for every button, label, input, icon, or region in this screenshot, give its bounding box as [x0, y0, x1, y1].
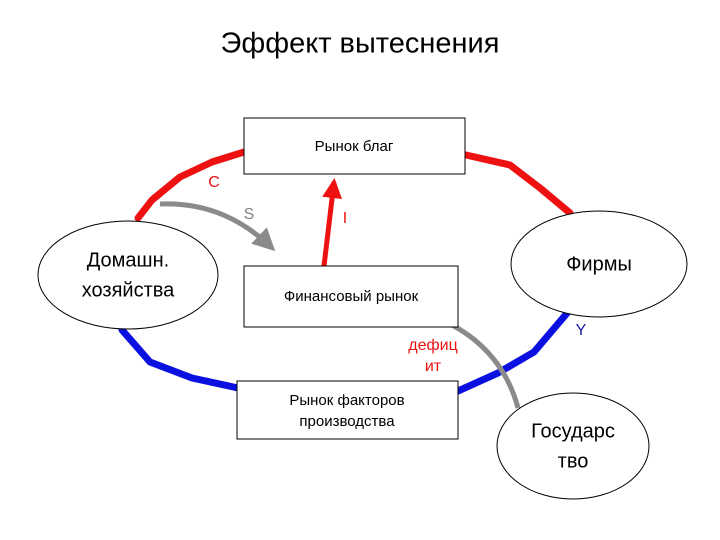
government-label-line2: тво — [558, 450, 589, 472]
saving-label: S — [244, 206, 255, 223]
income-label: Y — [576, 322, 587, 339]
households-label-line1: Домашн. — [87, 249, 169, 271]
government-node: Государс тво — [496, 392, 650, 500]
deficit-label-line2: ит — [425, 358, 442, 375]
households-node: Домашн. хозяйства — [37, 220, 219, 330]
consumption-flow-right — [462, 151, 574, 217]
goods-market-label: Рынок благ — [315, 138, 394, 155]
government-label-line1: Государс — [531, 420, 615, 442]
investment-arrow — [321, 178, 343, 267]
income-flow-left — [118, 326, 242, 392]
goods-market-node: Рынок благ — [243, 117, 466, 175]
factor-market-label-line1: Рынок факторов — [289, 392, 404, 409]
firms-label: Фирмы — [566, 253, 632, 275]
firms-node: Фирмы — [510, 210, 688, 318]
investment-label: I — [343, 210, 347, 227]
income-flow-right — [454, 308, 572, 395]
factor-market-node: Рынок факторов производства — [236, 380, 459, 440]
page-title: Эффект вытеснения — [221, 28, 500, 60]
households-label-line2: хозяйства — [82, 279, 175, 301]
consumption-label: C — [208, 174, 220, 191]
deficit-label-line1: дефиц — [408, 337, 458, 354]
financial-market-node: Финансовый рынок — [243, 265, 459, 328]
factor-market-label-line2: производства — [299, 413, 395, 430]
consumption-flow-left — [134, 148, 248, 222]
saving-arrow — [159, 201, 276, 252]
financial-market-label: Финансовый рынок — [284, 288, 419, 305]
deficit-arrow — [450, 322, 521, 409]
